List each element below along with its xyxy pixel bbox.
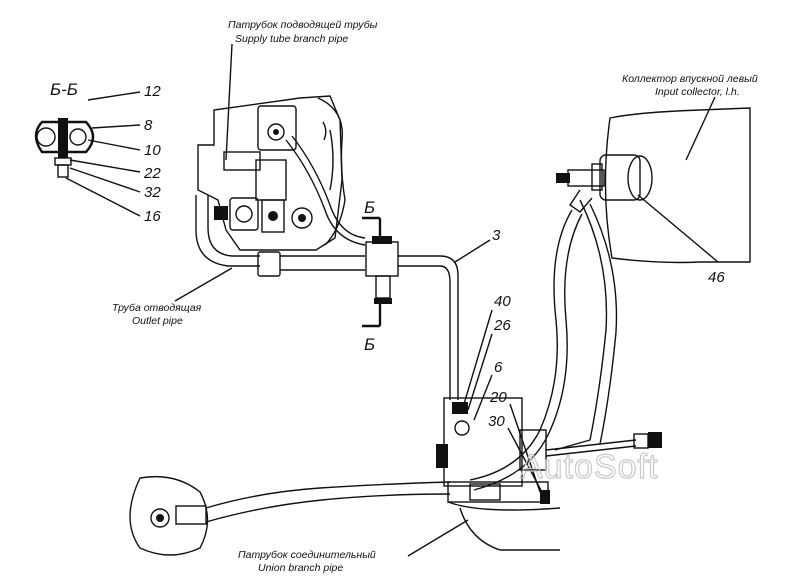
section-detail: Б-Б 12 8 10 22 32 16 (34, 80, 161, 225)
supply-leader (225, 43, 233, 161)
collector-leader (685, 96, 716, 161)
pipe-section-left (36, 127, 56, 147)
clamp-bolt (58, 118, 68, 158)
autosoft-watermark: AutoSoft (520, 448, 658, 486)
callout-46: 46 (708, 269, 725, 286)
supply-tee-body (257, 105, 297, 151)
union-leader (407, 519, 469, 557)
callout-10: 10 (144, 142, 161, 159)
callout-12: 12 (144, 83, 161, 100)
engine-block (197, 95, 366, 251)
callout-26: 26 (493, 317, 511, 334)
union-label-en: Union branch pipe (258, 562, 343, 574)
banjo-bolt (291, 207, 313, 229)
callout-8: 8 (144, 117, 153, 134)
clamp-nut (54, 157, 72, 166)
callout-20: 20 (489, 389, 507, 406)
clamp-body (34, 120, 95, 154)
callout-30: 30 (488, 413, 505, 430)
supply-label-en: Supply tube branch pipe (235, 33, 348, 45)
outlet-pipe (195, 195, 365, 277)
collector-label-ru: Коллектор впускной левый (622, 73, 758, 85)
union-branch (129, 475, 451, 556)
callout-6: 6 (494, 359, 503, 376)
outlet-leader (174, 267, 233, 302)
callout-40: 40 (494, 293, 511, 310)
clamp-washer (57, 164, 69, 178)
supply-label-ru: Патрубок подводящей трубы (228, 19, 378, 31)
section-title: Б-Б (50, 80, 78, 99)
callout-16: 16 (144, 208, 161, 225)
callout-32: 32 (144, 184, 161, 201)
pipe-section-right (69, 128, 87, 146)
outlet-label-en: Outlet pipe (132, 315, 183, 327)
collector-label-en: Input collector, l.h. (655, 86, 740, 98)
section-cut-marks: Б Б (362, 198, 382, 354)
callout-22: 22 (143, 165, 161, 182)
outlet-label-ru: Труба отводящая (112, 302, 202, 314)
input-collector: 46 (556, 107, 751, 286)
section-mark-bottom: Б (364, 335, 375, 354)
pipe-clamp (365, 236, 459, 400)
union-label-ru: Патрубок соединительный (238, 549, 376, 561)
section-mark-top: Б (364, 198, 375, 217)
callout-3: 3 (492, 227, 501, 244)
